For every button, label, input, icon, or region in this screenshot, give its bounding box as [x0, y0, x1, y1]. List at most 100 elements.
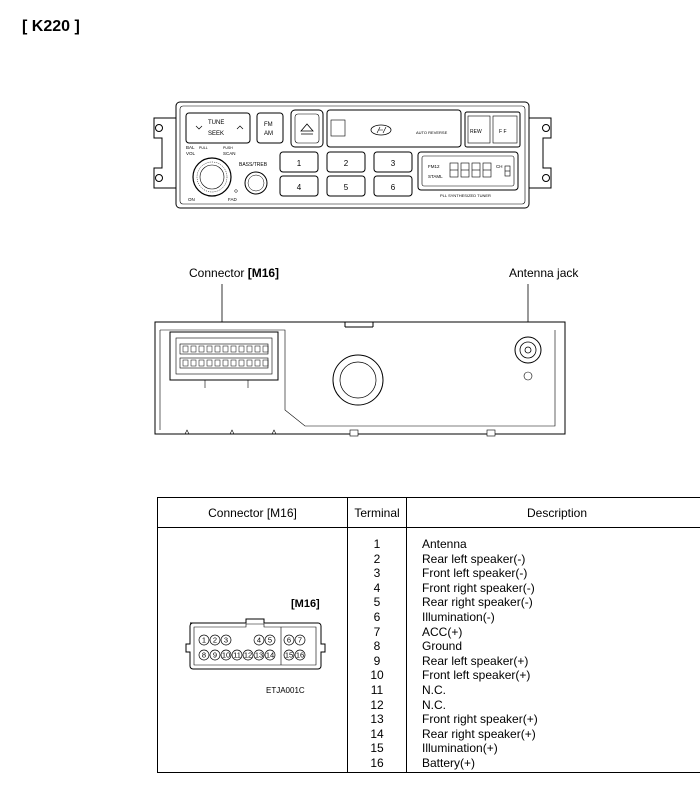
rear-pin-slot [238, 359, 245, 367]
antenna-jack[interactable] [514, 336, 542, 364]
display-panel [417, 151, 519, 191]
terminal-number: 12 [370, 697, 384, 712]
m16-code-text: [M16] [291, 598, 320, 610]
connector-label-code: [M16] [247, 266, 280, 280]
seven-segment-readout [449, 162, 511, 178]
rear-pin-slot [206, 359, 213, 367]
terminal-description: Rear left speaker(+) [422, 653, 529, 668]
rear-pin-slot [254, 359, 261, 367]
preset-button-1[interactable] [279, 151, 319, 173]
pin-circle [264, 649, 276, 661]
terminal-number: 16 [370, 755, 384, 770]
table-header-row: Connector [M16] Terminal Description [157, 497, 700, 528]
pin-circle [198, 634, 210, 646]
preset-label: 2 [344, 159, 349, 168]
terminal-description: Rear right speaker(-) [422, 595, 533, 610]
pin-circle [294, 649, 306, 661]
header-terminal: Terminal [347, 497, 407, 528]
auto-reverse-text: AUTO REVERSE [416, 130, 448, 135]
rear-pin-slot [198, 359, 205, 367]
image-code-text: ETJA001C [266, 686, 305, 695]
rear-pin-slot [230, 359, 237, 367]
terminal-number: 10 [370, 668, 384, 683]
preset-button-6[interactable] [373, 175, 413, 197]
terminal-number: 14 [370, 726, 384, 741]
ff-text: F F [499, 129, 507, 135]
preset-label: 3 [391, 159, 396, 168]
terminal-number: 6 [373, 609, 381, 624]
terminal-description: ACC(+) [422, 624, 463, 639]
preset-button-4[interactable] [279, 175, 319, 197]
pin-number: 5 [268, 636, 272, 645]
rear-boss [332, 354, 384, 406]
rew-button[interactable] [467, 115, 491, 144]
rear-pin-slot [182, 359, 189, 367]
bass-treb-knob[interactable] [244, 171, 268, 195]
push-text: PUSH [223, 146, 233, 150]
display-mode-text: STAML [428, 174, 443, 179]
antenna-jack-label: Antenna jack [509, 266, 579, 280]
terminal-description: Rear right speaker(+) [422, 726, 536, 741]
pin-circle [209, 649, 221, 661]
terminal-description: Battery(+) [422, 755, 476, 770]
terminal-number: 7 [373, 624, 381, 639]
terminal-number: 15 [370, 741, 384, 756]
pll-text: PLL SYNTHESIZED TUNER [440, 193, 491, 198]
chevron-down-icon [195, 125, 203, 130]
m16-connector-housing [169, 331, 279, 381]
fm-am-button[interactable] [256, 112, 284, 144]
rear-pin-slot [238, 345, 245, 353]
preset-label: 1 [297, 159, 302, 168]
pin-circle [294, 634, 306, 646]
pull-text: PULL [199, 146, 208, 150]
radio-rear-view [154, 284, 566, 437]
pin-circle [283, 649, 295, 661]
rear-pin-slot [190, 359, 197, 367]
page-title: [ K220 ] [22, 18, 80, 35]
preset-label: 6 [391, 183, 396, 192]
rear-pin-slot [246, 345, 253, 353]
display-ch-text: CH [496, 164, 503, 169]
header-connector: Connector [M16] [157, 497, 348, 528]
pin-number: 6 [287, 636, 291, 645]
pin-number: 12 [244, 651, 252, 660]
preset-button-5[interactable] [326, 175, 366, 197]
terminal-description: N.C. [422, 697, 446, 712]
terminal-number: 13 [370, 712, 384, 727]
display-band-text: FM12 [428, 164, 440, 169]
terminal-number: 1 [373, 537, 381, 551]
tune-seek-button[interactable] [185, 112, 251, 144]
rear-pin-slot [222, 345, 229, 353]
rear-pin-slot [182, 345, 189, 353]
pin-number: 11 [233, 651, 241, 660]
pin-circle [253, 634, 265, 646]
fad-text: FAD [228, 197, 238, 202]
preset-button-2[interactable] [326, 151, 366, 173]
preset-button-3[interactable] [373, 151, 413, 173]
rear-pin-slot [230, 345, 237, 353]
radio-front-view: TUNE SEEK FM AM AUTO REVERSE REW F F BAL… [153, 101, 552, 209]
ff-button[interactable] [492, 115, 518, 144]
terminal-description: Front left speaker(+) [422, 668, 531, 683]
terminal-number: 9 [373, 653, 381, 668]
pin-circle [264, 634, 276, 646]
rear-pin-slot [254, 345, 261, 353]
pin-table: Connector [M16] Terminal Description [M1… [157, 497, 700, 773]
volume-knob[interactable] [192, 157, 232, 197]
rear-pin-slot [262, 359, 269, 367]
pin-circle [283, 634, 295, 646]
terminal-number: 2 [373, 551, 381, 566]
eject-button[interactable] [290, 109, 324, 148]
pin-number: 13 [255, 651, 263, 660]
terminal-description: Front right speaker(-) [422, 580, 535, 595]
am-text: AM [264, 131, 273, 137]
rear-pin-slot [214, 359, 221, 367]
pin-circle [242, 649, 254, 661]
pin-number: 14 [266, 651, 274, 660]
vol-text: VOL [186, 151, 196, 156]
